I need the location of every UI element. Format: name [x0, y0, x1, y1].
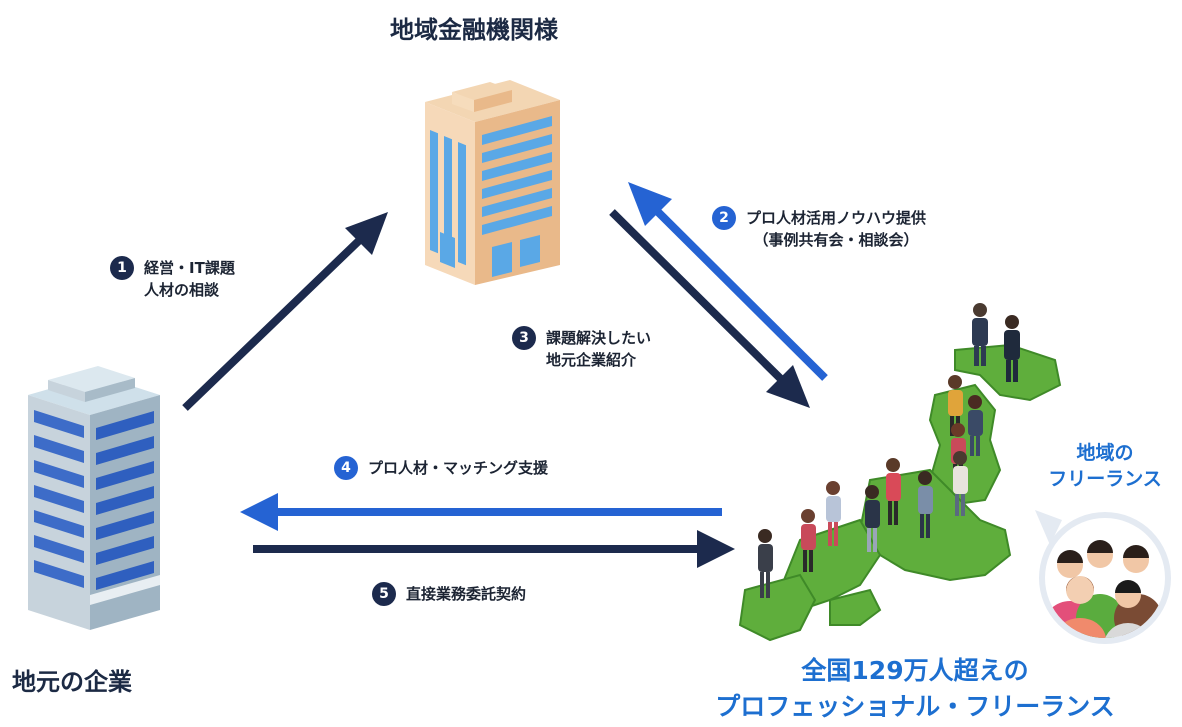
step-4-line1: プロ人材・マッチング支援	[368, 459, 549, 477]
regional-freelance-line2: フリーランス	[1048, 468, 1162, 490]
step-1-line2: 人材の相談	[144, 281, 220, 299]
arrow-1-company-to-bank	[182, 212, 388, 411]
step-5: 5 直接業務委託契約	[372, 582, 527, 606]
step-4-badge: 4	[334, 456, 358, 480]
step-1-line1: 経営・IT課題	[144, 259, 235, 277]
step-5-badge: 5	[372, 582, 396, 606]
bank-building-illustration	[425, 80, 560, 285]
step-2-line2: （事例共有会・相談会）	[753, 231, 919, 249]
step-2-badge: 2	[712, 206, 736, 230]
step-5-line1: 直接業務委託契約	[406, 585, 527, 603]
professionals-title-line1: 全国129万人超えの	[801, 656, 1029, 685]
step-2: 2 プロ人材活用ノウハウ提供 （事例共有会・相談会）	[712, 206, 927, 251]
step-1-badge: 1	[110, 256, 134, 280]
step-3-line1: 課題解決したい	[546, 329, 652, 347]
freelancer-group-avatar	[1035, 510, 1171, 644]
japan-map-with-people-illustration	[738, 303, 1062, 642]
step-1: 1 経営・IT課題 人材の相談	[110, 256, 235, 301]
step-3: 3 課題解決したい 地元企業紹介	[512, 326, 652, 371]
company-building-illustration	[28, 366, 160, 630]
arrow-4-to-company	[240, 493, 722, 531]
professionals-title: 全国129万人超えの プロフェッショナル・フリーランス	[680, 653, 1150, 725]
step-3-line2: 地元企業紹介	[546, 351, 637, 369]
arrow-5-to-freelance	[253, 530, 735, 568]
regional-freelance-line1: 地域の	[1076, 442, 1134, 464]
step-4: 4 プロ人材・マッチング支援	[334, 456, 549, 480]
professionals-title-line2: プロフェッショナル・フリーランス	[715, 692, 1115, 721]
arrow-2-bank-to-freelance	[628, 182, 828, 381]
people-figures	[758, 303, 1020, 598]
step-2-line1: プロ人材活用ノウハウ提供	[746, 209, 927, 227]
regional-freelance-title: 地域の フリーランス	[1030, 440, 1180, 492]
step-3-badge: 3	[512, 326, 536, 350]
bank-title: 地域金融機関様	[390, 16, 558, 44]
local-company-title: 地元の企業	[12, 668, 132, 696]
arrow-3-bank-to-freelance	[609, 209, 810, 408]
